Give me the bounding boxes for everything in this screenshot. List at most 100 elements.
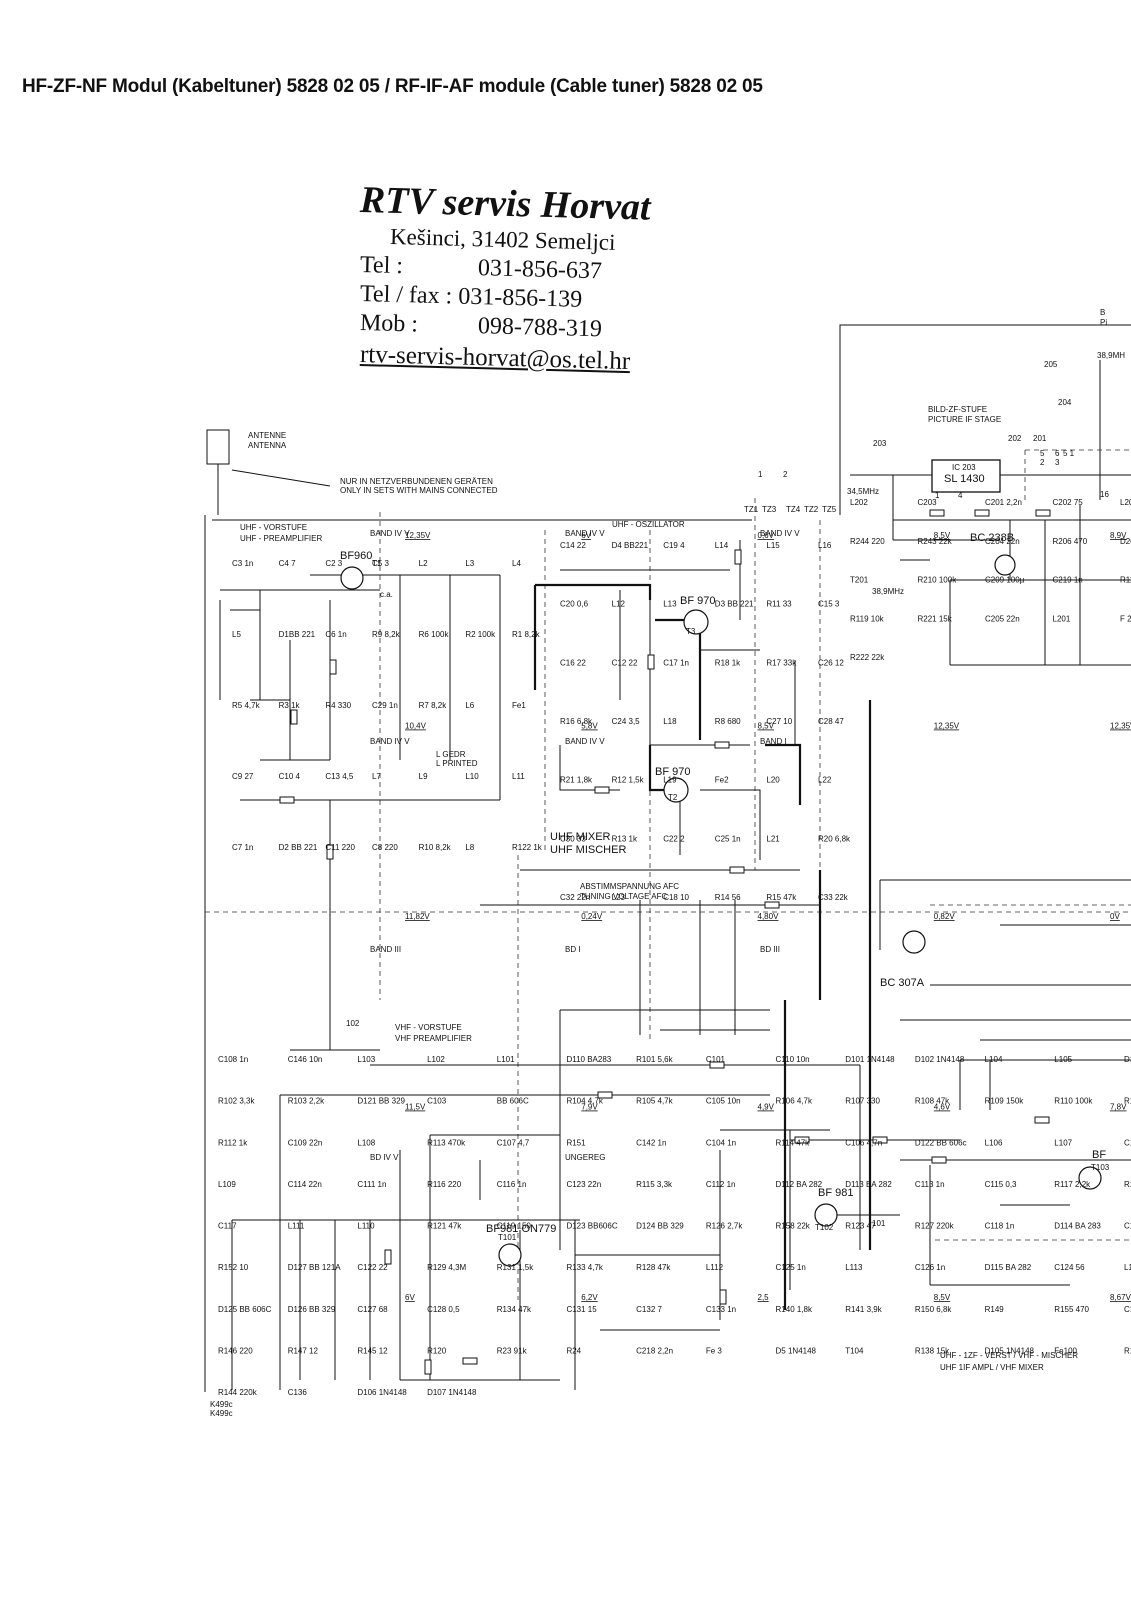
part-label: C32 22n: [560, 893, 590, 902]
voltage-label: 0V: [1110, 912, 1120, 921]
part-label: C124 56: [1054, 1263, 1085, 1272]
part-label: R147 12: [288, 1346, 319, 1355]
part-label: C26 12: [818, 658, 844, 667]
part-label: L113: [845, 1263, 863, 1272]
part-label: R3 1k: [279, 701, 301, 710]
part-label: R113 470k: [427, 1138, 466, 1147]
part-label: R117 10k: [1120, 576, 1131, 585]
part-label: L20: [766, 776, 780, 785]
part-label: D112 BA 282: [776, 1180, 823, 1189]
part-label: L202: [850, 498, 868, 507]
part-label: R141 3,9k: [845, 1305, 882, 1314]
part-label: R5 4,7k: [232, 701, 261, 710]
part-label: D105 1N4148: [985, 1346, 1035, 1355]
part-label: C112 1n: [706, 1180, 736, 1189]
component-bodies: [279, 459, 1102, 1375]
label-t104: BC 307A: [880, 977, 925, 989]
freq-a: 34,5MHz: [847, 487, 879, 496]
part-label: R112 1k: [218, 1138, 248, 1147]
part-label: L12: [612, 600, 626, 609]
part-label: Fe2: [715, 776, 729, 785]
part-label: R123 47: [845, 1222, 876, 1231]
tz-label: TZ3: [762, 505, 777, 514]
part-label: C117: [218, 1222, 237, 1231]
part-label: R2 100k: [465, 630, 496, 639]
part-label: BB 606C: [497, 1097, 529, 1106]
part-label: R145 12: [357, 1346, 388, 1355]
part-label: C114 22n: [288, 1180, 322, 1189]
stage-labels: UHF - VORSTUFE UHF - PREAMPLIFIER UHF - …: [240, 405, 1078, 1372]
part-label: R140 1,8k: [776, 1305, 813, 1314]
ic-pin-label: 4: [958, 491, 963, 500]
antenna-label-de: ANTENNE: [248, 431, 286, 440]
part-label: R12 1,5k: [612, 776, 645, 785]
diamond-label: 101: [872, 1219, 886, 1228]
part-label: R109 150k: [985, 1097, 1025, 1106]
diamond-label: 2: [783, 470, 788, 479]
ref-a: K499c: [210, 1400, 233, 1409]
part-label: C30 33: [560, 834, 586, 843]
part-label: L109: [218, 1180, 236, 1189]
part-label: L5: [232, 630, 241, 639]
misc-label: c.a.: [380, 590, 393, 599]
part-label: R210 100k: [918, 576, 958, 585]
part-label: C28 47: [818, 717, 844, 726]
part-label: C119 150: [497, 1222, 532, 1231]
part-label: C4 7: [279, 559, 296, 568]
band-label: BD I: [565, 945, 581, 954]
part-label: C219 1n: [1053, 576, 1083, 585]
tz-label: TZ2: [804, 505, 819, 514]
part-label: C22 2: [663, 834, 685, 843]
part-label: L23: [612, 893, 626, 902]
mains-note-en: ONLY IN SETS WITH MAINS CONNECTED: [340, 486, 498, 495]
tz-label: TZ5: [822, 505, 837, 514]
part-label: L112: [706, 1263, 724, 1272]
part-label: C107 4,7: [497, 1138, 530, 1147]
band-label: BAND IV V: [370, 529, 410, 538]
part-label: D110 BA283: [566, 1055, 611, 1064]
part-label: C5 3: [372, 559, 389, 568]
transistor-labels: BF960 BF 970 BF 970 BF981 ON779 BF 981 B…: [340, 463, 1106, 1235]
part-label: C203: [918, 498, 938, 507]
part-label: L14: [715, 541, 729, 550]
part-label: R24: [566, 1346, 581, 1355]
voltage-label: 8,9V: [1110, 531, 1127, 540]
part-label: R21 1,8k: [560, 776, 593, 785]
stage-afc-en: TUNING VOLTAGE AFC: [580, 892, 667, 901]
part-label: C218 2,2n: [636, 1346, 673, 1355]
stage-vhf-pre-en: VHF PREAMPLIFIER: [395, 1034, 472, 1043]
part-label: Fe100: [1054, 1346, 1077, 1355]
voltage-label: 5,8V: [581, 722, 598, 731]
part-label: R15 47k: [766, 893, 797, 902]
band-label: BAND IV V: [565, 529, 605, 538]
voltage-label: 12,35V: [1110, 722, 1131, 731]
part-label: L110: [357, 1222, 375, 1231]
part-label: L13: [663, 600, 677, 609]
voltage-label: 8,5V: [934, 531, 951, 540]
voltage-label: 4,80V: [758, 912, 780, 921]
band-label: BAND IV V: [370, 737, 410, 746]
part-label: R151: [566, 1138, 586, 1147]
part-label: D4 BB221: [612, 541, 649, 550]
part-label: C108 1n: [218, 1055, 248, 1064]
voltage-label: 4,6V: [934, 1103, 951, 1112]
voltage-label: 12,35V: [405, 531, 431, 540]
stage-uhf-osc: UHF - OSZILLATOR: [612, 520, 685, 529]
part-label: D1BB 221: [279, 630, 316, 639]
part-label: R20 6,8k: [818, 834, 851, 843]
part-label: D107 1N4148: [427, 1388, 477, 1397]
part-label: L3: [465, 559, 474, 568]
part-label: C103: [427, 1097, 447, 1106]
part-label: R127 220k: [915, 1222, 955, 1231]
part-label: C122 22: [357, 1263, 388, 1272]
diamond-label: 1: [758, 470, 763, 479]
part-label: R107 330: [845, 1097, 880, 1106]
part-label: D101 1N4148: [845, 1055, 895, 1064]
voltage-label: 11,5V: [405, 1103, 426, 1112]
ic-pin-label: 1: [935, 491, 940, 500]
part-label: R1 8,2k: [512, 630, 541, 639]
part-label: D115 BA 282: [985, 1263, 1032, 1272]
part-label: R14 56: [715, 893, 741, 902]
part-label: C109 22n: [288, 1138, 323, 1147]
part-label: R119 10k: [850, 614, 885, 623]
